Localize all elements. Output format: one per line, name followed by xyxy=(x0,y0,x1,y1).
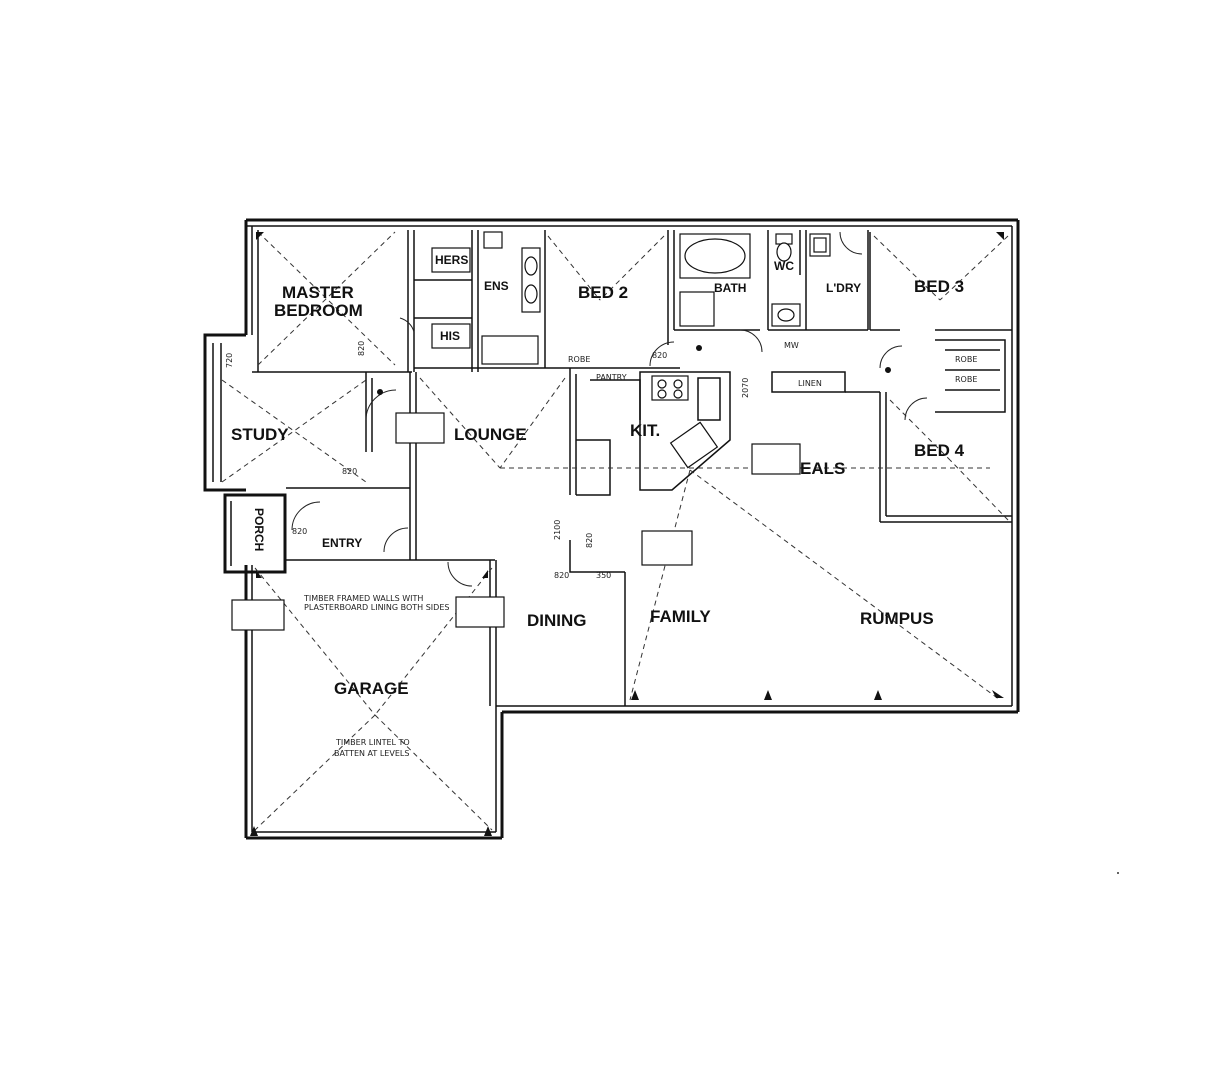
label-kit: KIT. xyxy=(630,421,660,440)
label-robe-bed3: ROBE xyxy=(955,355,977,364)
dim-dining-return: 350 xyxy=(596,571,611,580)
dim-kitchen-opening: 2100 xyxy=(553,520,562,540)
label-master-1: MASTER xyxy=(282,283,354,302)
dim-hall-opening: 2070 xyxy=(741,378,750,398)
hers-robe xyxy=(431,247,471,273)
label-mw: MW xyxy=(784,341,799,350)
label-meals: EALS xyxy=(800,459,845,478)
fixtures xyxy=(231,231,891,631)
exterior-walls xyxy=(203,218,1020,840)
label-master-2: BEDROOM xyxy=(274,301,363,320)
ceiling-dash-lines xyxy=(221,231,1009,831)
label-wc: WC xyxy=(774,259,794,273)
label-bed3: BED 3 xyxy=(914,277,964,296)
interior-walls xyxy=(252,230,1012,706)
corner-mark xyxy=(1117,872,1119,874)
notes: TIMBER FRAMED WALLS WITH PLASTERBOARD LI… xyxy=(303,594,449,758)
label-ldry: L'DRY xyxy=(826,281,861,295)
room-labels: MASTER BEDROOM ENS HERS HIS BED 2 BATH W… xyxy=(231,253,965,698)
note-garage-lintel-2: BATTEN AT LEVELS xyxy=(334,749,409,758)
label-dining: DINING xyxy=(527,611,587,630)
dimension-labels: 820 820 820 820 820 720 2100 2070 820 35… xyxy=(225,341,750,580)
dim-bath-door: 820 xyxy=(652,351,667,360)
label-bed4: BED 4 xyxy=(914,441,965,460)
label-garage: GARAGE xyxy=(334,679,409,698)
label-ens: ENS xyxy=(484,279,509,293)
his-robe xyxy=(431,323,471,349)
door-swings xyxy=(291,231,928,587)
label-porch: PORCH xyxy=(252,508,266,551)
label-study: STUDY xyxy=(231,425,289,444)
label-rumpus: RUMPUS xyxy=(860,609,934,628)
fixture-labels: ROBE ROBE ROBE LINEN PANTRY MW xyxy=(568,341,977,388)
note-garage-walls-2: PLASTERBOARD LINING BOTH SIDES xyxy=(304,603,449,612)
dim-master-door: 820 xyxy=(357,341,366,356)
label-entry: ENTRY xyxy=(322,536,362,550)
label-lounge: LOUNGE xyxy=(454,425,527,444)
label-bed2: BED 2 xyxy=(578,283,628,302)
label-pantry: PANTRY xyxy=(596,373,627,382)
label-linen: LINEN xyxy=(798,379,822,388)
label-robe-bed2: ROBE xyxy=(568,355,590,364)
dim-dining-door: 820 xyxy=(585,533,594,548)
label-family: FAMILY xyxy=(650,607,711,626)
dim-dining-width: 820 xyxy=(554,571,569,580)
dim-entry-door: 820 xyxy=(292,527,307,536)
note-garage-lintel-1: TIMBER LINTEL TO xyxy=(335,738,410,747)
note-garage-walls-1: TIMBER FRAMED WALLS WITH xyxy=(303,594,423,603)
label-hers: HERS xyxy=(435,253,468,267)
label-his: HIS xyxy=(440,329,460,343)
dim-study-window: 720 xyxy=(225,353,234,368)
label-bath: BATH xyxy=(714,281,746,295)
dim-study-door: 820 xyxy=(342,467,357,476)
elevation-markers xyxy=(250,232,1004,836)
label-robe-bed4: ROBE xyxy=(955,375,977,384)
